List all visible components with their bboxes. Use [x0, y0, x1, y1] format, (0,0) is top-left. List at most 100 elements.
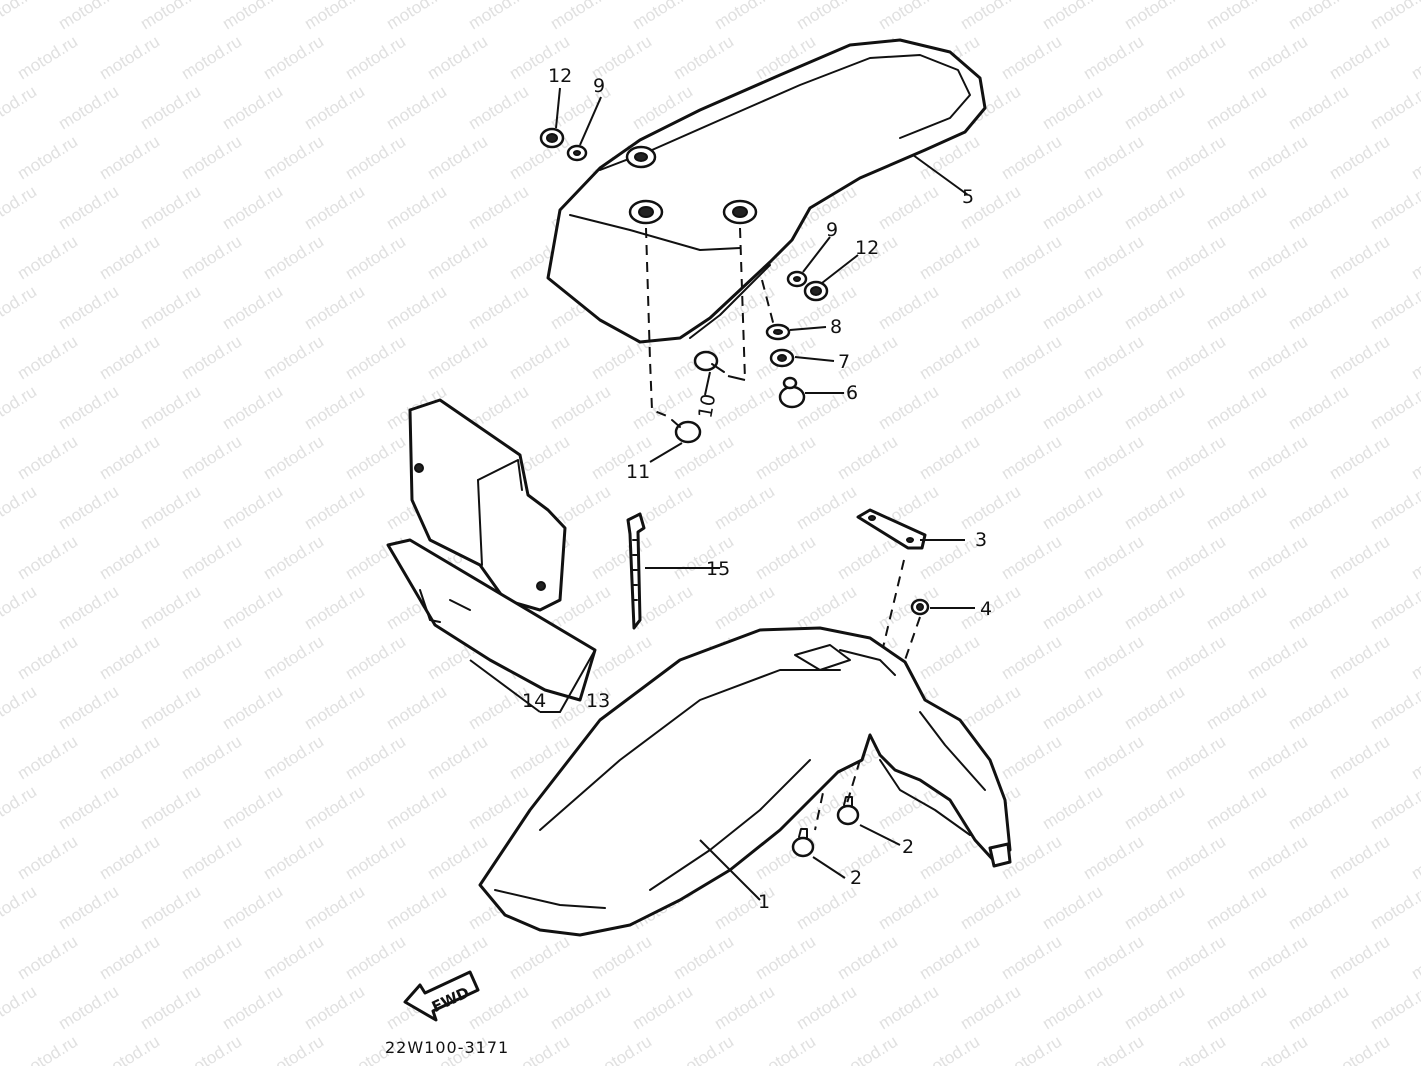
- watermark-text: motod.ru: [55, 882, 122, 934]
- watermark-text: motod.ru: [301, 82, 368, 134]
- watermark-text: motod.ru: [301, 282, 368, 334]
- watermark-text: motod.ru: [1408, 632, 1421, 684]
- watermark-text: motod.ru: [96, 332, 163, 384]
- watermark-text: motod.ru: [629, 982, 696, 1034]
- watermark-text: motod.ru: [752, 1032, 819, 1066]
- callout-5: 5: [962, 186, 974, 208]
- watermark-text: motod.ru: [465, 182, 532, 234]
- watermark-text: motod.ru: [1408, 32, 1421, 84]
- watermark-text: motod.ru: [1121, 282, 1188, 334]
- watermark-text: motod.ru: [178, 232, 245, 284]
- watermark-text: motod.ru: [219, 0, 286, 33]
- watermark-text: motod.ru: [1121, 82, 1188, 134]
- watermark-text: motod.ru: [1121, 882, 1188, 934]
- watermark-text: motod.ru: [260, 732, 327, 784]
- watermark-text: motod.ru: [1121, 682, 1188, 734]
- watermark-text: motod.ru: [424, 332, 491, 384]
- watermark-text: motod.ru: [1326, 32, 1393, 84]
- watermark-text: motod.ru: [834, 532, 901, 584]
- watermark-text: motod.ru: [0, 182, 40, 234]
- watermark-text: motod.ru: [219, 982, 286, 1034]
- watermark-text: motod.ru: [1367, 282, 1421, 334]
- watermark-text: motod.ru: [1039, 82, 1106, 134]
- watermark-text: motod.ru: [1326, 632, 1393, 684]
- watermark-text: motod.ru: [1367, 82, 1421, 134]
- watermark-text: motod.ru: [137, 782, 204, 834]
- watermark-text: motod.ru: [998, 32, 1065, 84]
- watermark-text: motod.ru: [137, 982, 204, 1034]
- watermark-text: motod.ru: [14, 632, 81, 684]
- watermark-text: motod.ru: [1121, 0, 1188, 33]
- watermark-text: motod.ru: [1244, 732, 1311, 784]
- callout-15: 15: [706, 558, 730, 580]
- watermark-text: motod.ru: [342, 132, 409, 184]
- collar-7: [769, 348, 795, 368]
- watermark-text: motod.ru: [1080, 132, 1147, 184]
- watermark-text: motod.ru: [301, 682, 368, 734]
- watermark-text: motod.ru: [342, 332, 409, 384]
- watermark-text: motod.ru: [301, 582, 368, 634]
- callout-12-top: 12: [548, 65, 572, 87]
- watermark-text: motod.ru: [957, 682, 1024, 734]
- watermark-text: motod.ru: [178, 132, 245, 184]
- watermark-text: motod.ru: [301, 882, 368, 934]
- watermark-text: motod.ru: [1080, 832, 1147, 884]
- watermark-text: motod.ru: [1203, 982, 1270, 1034]
- watermark-text: motod.ru: [1367, 682, 1421, 734]
- watermark-text: motod.ru: [1408, 532, 1421, 584]
- watermark-text: motod.ru: [1162, 932, 1229, 984]
- watermark-text: motod.ru: [1080, 432, 1147, 484]
- watermark-text: motod.ru: [998, 1032, 1065, 1066]
- nut-12-top: [539, 127, 565, 149]
- watermark-text: motod.ru: [588, 632, 655, 684]
- watermark-text: motod.ru: [1367, 782, 1421, 834]
- watermark-text: motod.ru: [1285, 0, 1352, 33]
- watermark-text: motod.ru: [916, 232, 983, 284]
- cable-tie-15: [626, 512, 646, 630]
- watermark-text: motod.ru: [752, 932, 819, 984]
- watermark-text: motod.ru: [1162, 232, 1229, 284]
- watermark-text: motod.ru: [1039, 882, 1106, 934]
- bolt-11: [671, 419, 702, 444]
- watermark-text: motod.ru: [957, 882, 1024, 934]
- watermark-text: motod.ru: [1080, 532, 1147, 584]
- watermark-text: motod.ru: [301, 782, 368, 834]
- watermark-text: motod.ru: [14, 232, 81, 284]
- callout-6: 6: [846, 382, 858, 404]
- watermark-text: motod.ru: [1367, 0, 1421, 33]
- watermark-text: motod.ru: [1285, 382, 1352, 434]
- watermark-text: motod.ru: [55, 782, 122, 834]
- watermark-text: motod.ru: [1408, 132, 1421, 184]
- watermark-text: motod.ru: [1162, 632, 1229, 684]
- watermark-text: motod.ru: [1244, 32, 1311, 84]
- callout-12-right: 12: [855, 237, 879, 259]
- watermark-text: motod.ru: [14, 1032, 81, 1066]
- bolt-6: [778, 376, 806, 409]
- watermark-text: motod.ru: [260, 232, 327, 284]
- watermark-text: motod.ru: [219, 582, 286, 634]
- diagram-code: 22W100-3171: [385, 1038, 509, 1057]
- watermark-text: motod.ru: [260, 832, 327, 884]
- watermark-text: motod.ru: [55, 0, 122, 33]
- watermark-text: motod.ru: [178, 932, 245, 984]
- watermark-text: motod.ru: [137, 882, 204, 934]
- watermark-text: motod.ru: [55, 182, 122, 234]
- watermark-text: motod.ru: [1326, 232, 1393, 284]
- watermark-text: motod.ru: [998, 632, 1065, 684]
- watermark-text: motod.ru: [383, 782, 450, 834]
- watermark-text: motod.ru: [55, 982, 122, 1034]
- callout-8: 8: [830, 316, 842, 338]
- watermark-text: motod.ru: [1285, 782, 1352, 834]
- watermark-text: motod.ru: [506, 932, 573, 984]
- watermark-text: motod.ru: [1326, 1032, 1393, 1066]
- watermark-text: motod.ru: [875, 982, 942, 1034]
- watermark-text: motod.ru: [96, 532, 163, 584]
- stay-3: [856, 508, 927, 550]
- watermark-text: motod.ru: [260, 432, 327, 484]
- watermark-text: motod.ru: [1203, 282, 1270, 334]
- watermark-text: motod.ru: [629, 0, 696, 33]
- watermark-text: motod.ru: [1203, 482, 1270, 534]
- watermark-text: motod.ru: [1408, 332, 1421, 384]
- watermark-text: motod.ru: [301, 982, 368, 1034]
- watermark-text: motod.ru: [875, 182, 942, 234]
